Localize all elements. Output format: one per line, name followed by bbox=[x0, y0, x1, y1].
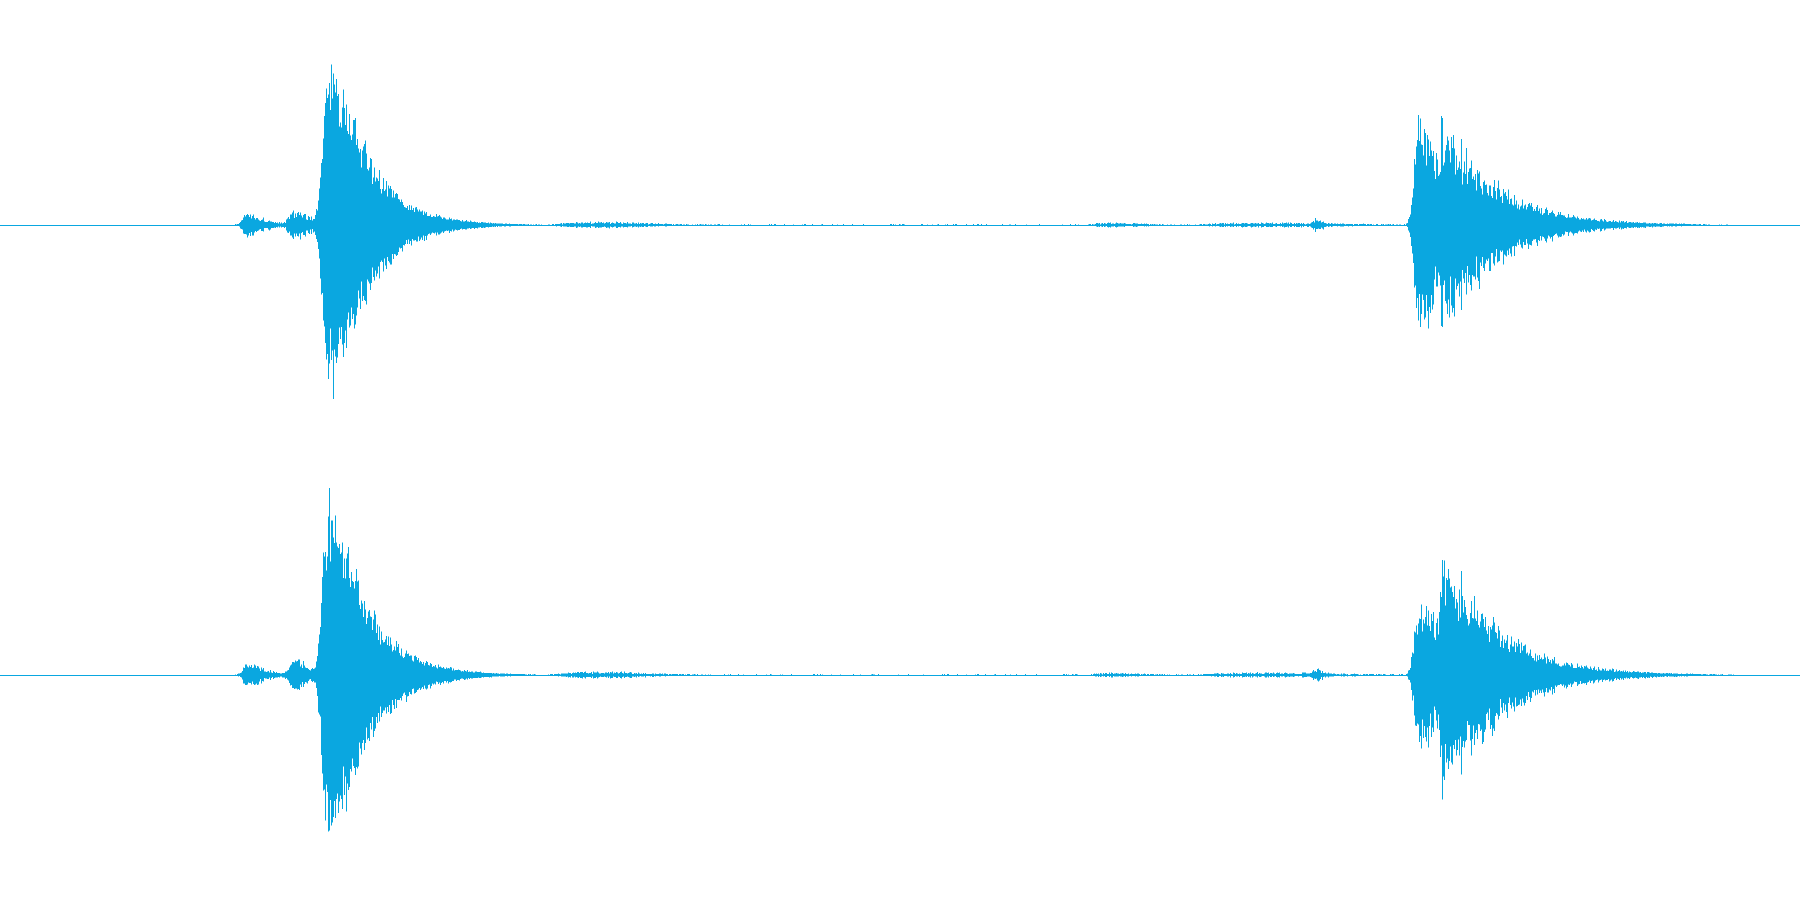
waveform-channel-left bbox=[0, 64, 1800, 399]
waveform-channel-right bbox=[0, 487, 1800, 832]
